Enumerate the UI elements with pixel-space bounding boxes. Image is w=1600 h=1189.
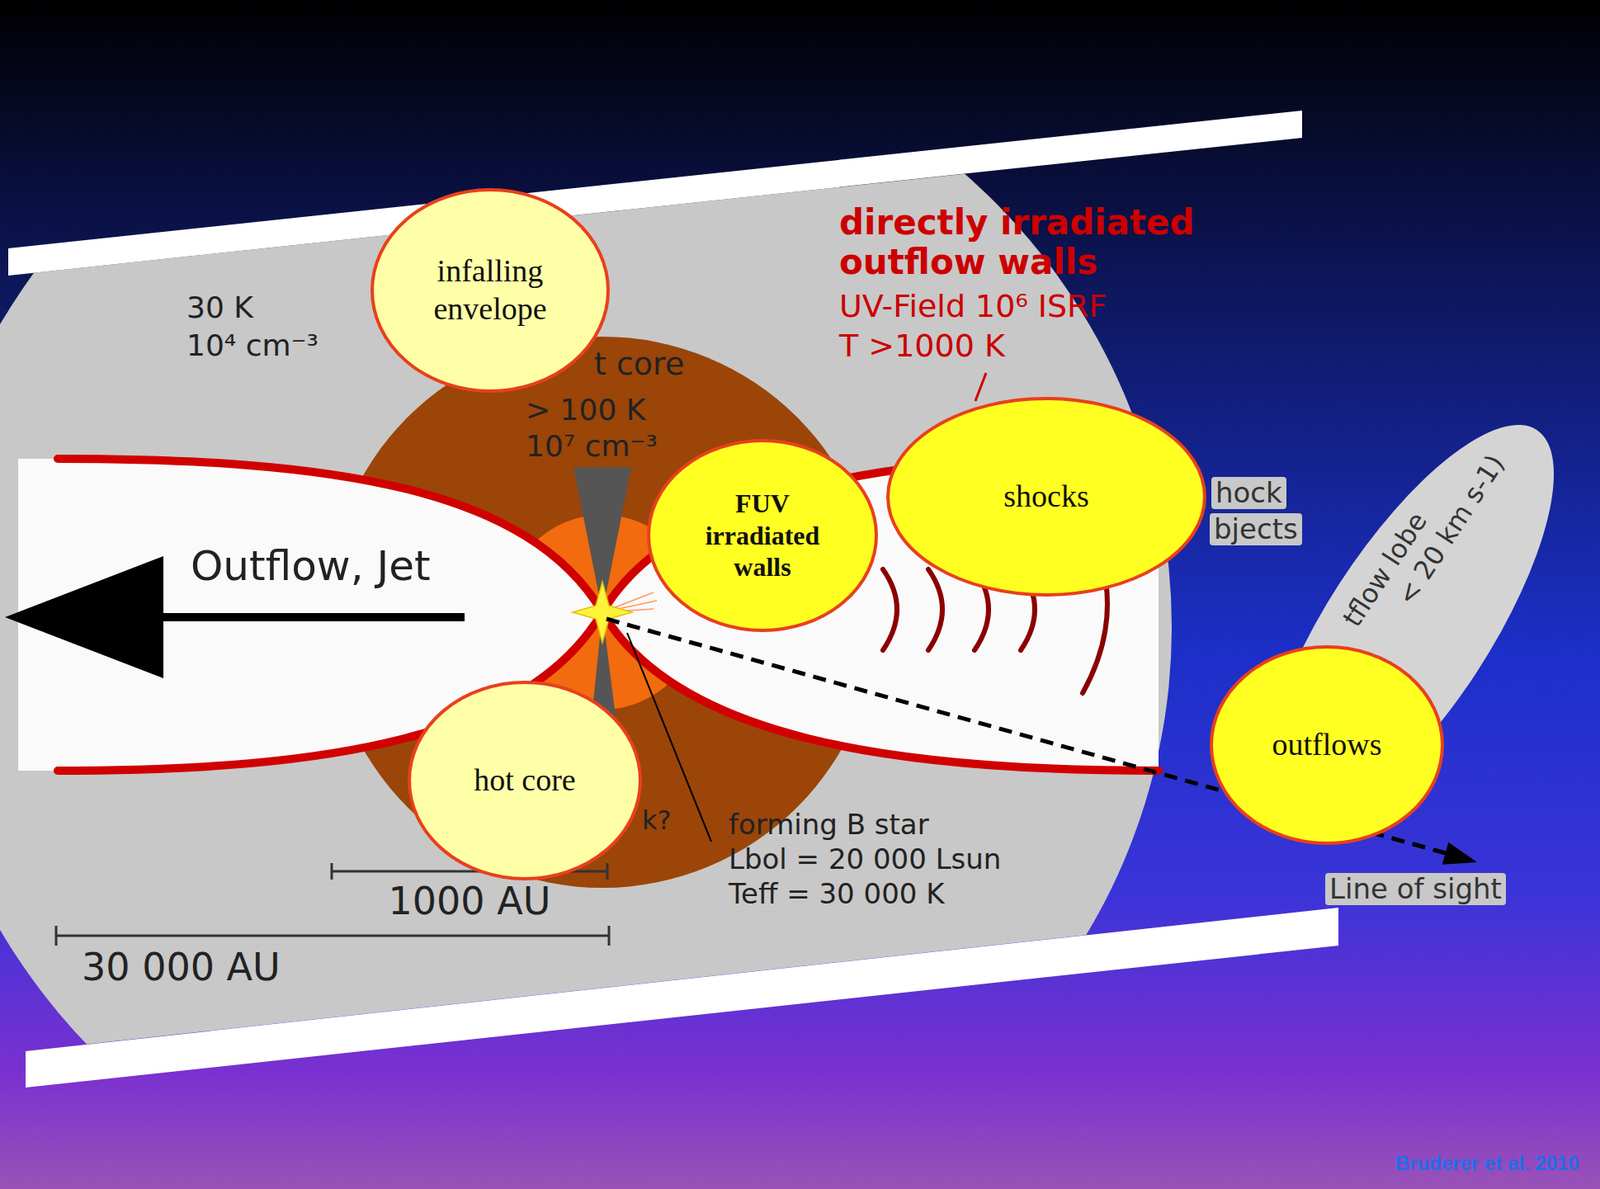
forming-star <box>572 581 633 643</box>
jet-arrow-head <box>4 556 164 679</box>
line-of-sight <box>606 618 1446 854</box>
bubble-label: FUV irradiated walls <box>690 487 835 583</box>
outflow-wall <box>602 612 1159 771</box>
bubble-shape <box>648 440 877 631</box>
annotation-label: Outflow, Jet <box>190 542 431 591</box>
bubble-text-group: FUV irradiated walls <box>690 487 835 583</box>
annotation-label: 10⁴ cm⁻³ <box>186 328 319 363</box>
scale-tick <box>55 925 58 946</box>
annotation-label: 30 000 AU <box>81 945 281 990</box>
bubble-shape <box>409 682 641 879</box>
annotation-label: 10⁷ cm⁻³ <box>525 429 658 463</box>
annotation-label: Teff = 30 000 K <box>728 877 945 911</box>
bubble-label: outflows <box>1272 726 1383 765</box>
bubble-shape <box>372 189 609 392</box>
leader-line <box>627 632 712 842</box>
region-bubble: shocks <box>886 396 1207 597</box>
shock-arc <box>928 569 943 651</box>
annotation-label: Lbol = 20 000 Lsun <box>728 843 1001 876</box>
bubble-label: hot core <box>473 761 576 800</box>
bubble-label: shocks <box>1003 477 1089 516</box>
annotation-label: hock <box>1211 476 1287 510</box>
bubble-text-group: shocks <box>1003 477 1089 516</box>
annotation-label: UV-Field 10⁶ ISRF <box>839 288 1107 326</box>
frame-bar <box>25 907 1339 1088</box>
shock-arc <box>882 569 897 651</box>
annotation-label: Bruderer et al. 2010 <box>1395 1151 1580 1176</box>
bubble-label: infalling envelope <box>415 252 565 328</box>
jet-arrow-shaft <box>163 613 465 622</box>
bubble-text-group: hot core <box>473 761 576 800</box>
annotation-label: 30 K <box>186 290 254 325</box>
line-of-sight-head <box>1442 842 1478 865</box>
annotation-label: Line of sight <box>1325 873 1506 906</box>
scale-tick <box>606 863 609 880</box>
region-bubble: outflows <box>1209 645 1445 845</box>
scale-tick <box>608 925 611 946</box>
region-bubble: infalling envelope <box>370 188 610 393</box>
bubble-outline <box>370 188 610 393</box>
annotation-label: k? <box>641 805 672 836</box>
frame-bar <box>8 110 1303 276</box>
annotation-label: t core <box>594 346 685 383</box>
bubble-shape <box>887 398 1205 595</box>
annotation-label: 1000 AU <box>388 879 552 924</box>
annotation-label: directly irradiated outflow walls <box>839 202 1236 284</box>
annotation-label: T >1000 K <box>839 328 1006 365</box>
annotation-label: > 100 K <box>525 392 646 427</box>
leader-line <box>975 372 987 402</box>
region-bubble: FUV irradiated walls <box>646 438 878 633</box>
bubble-shape <box>1211 646 1443 844</box>
bubble-text-group: infalling envelope <box>415 252 565 328</box>
annotation-label: forming B star <box>728 808 930 841</box>
region-bubble: hot core <box>407 680 642 881</box>
outflow-lobe <box>1212 385 1600 869</box>
bubble-text-group: outflows <box>1272 726 1383 765</box>
scale-bar <box>56 934 609 938</box>
scale-tick <box>330 863 334 880</box>
annotation-label: bjects <box>1209 513 1303 546</box>
